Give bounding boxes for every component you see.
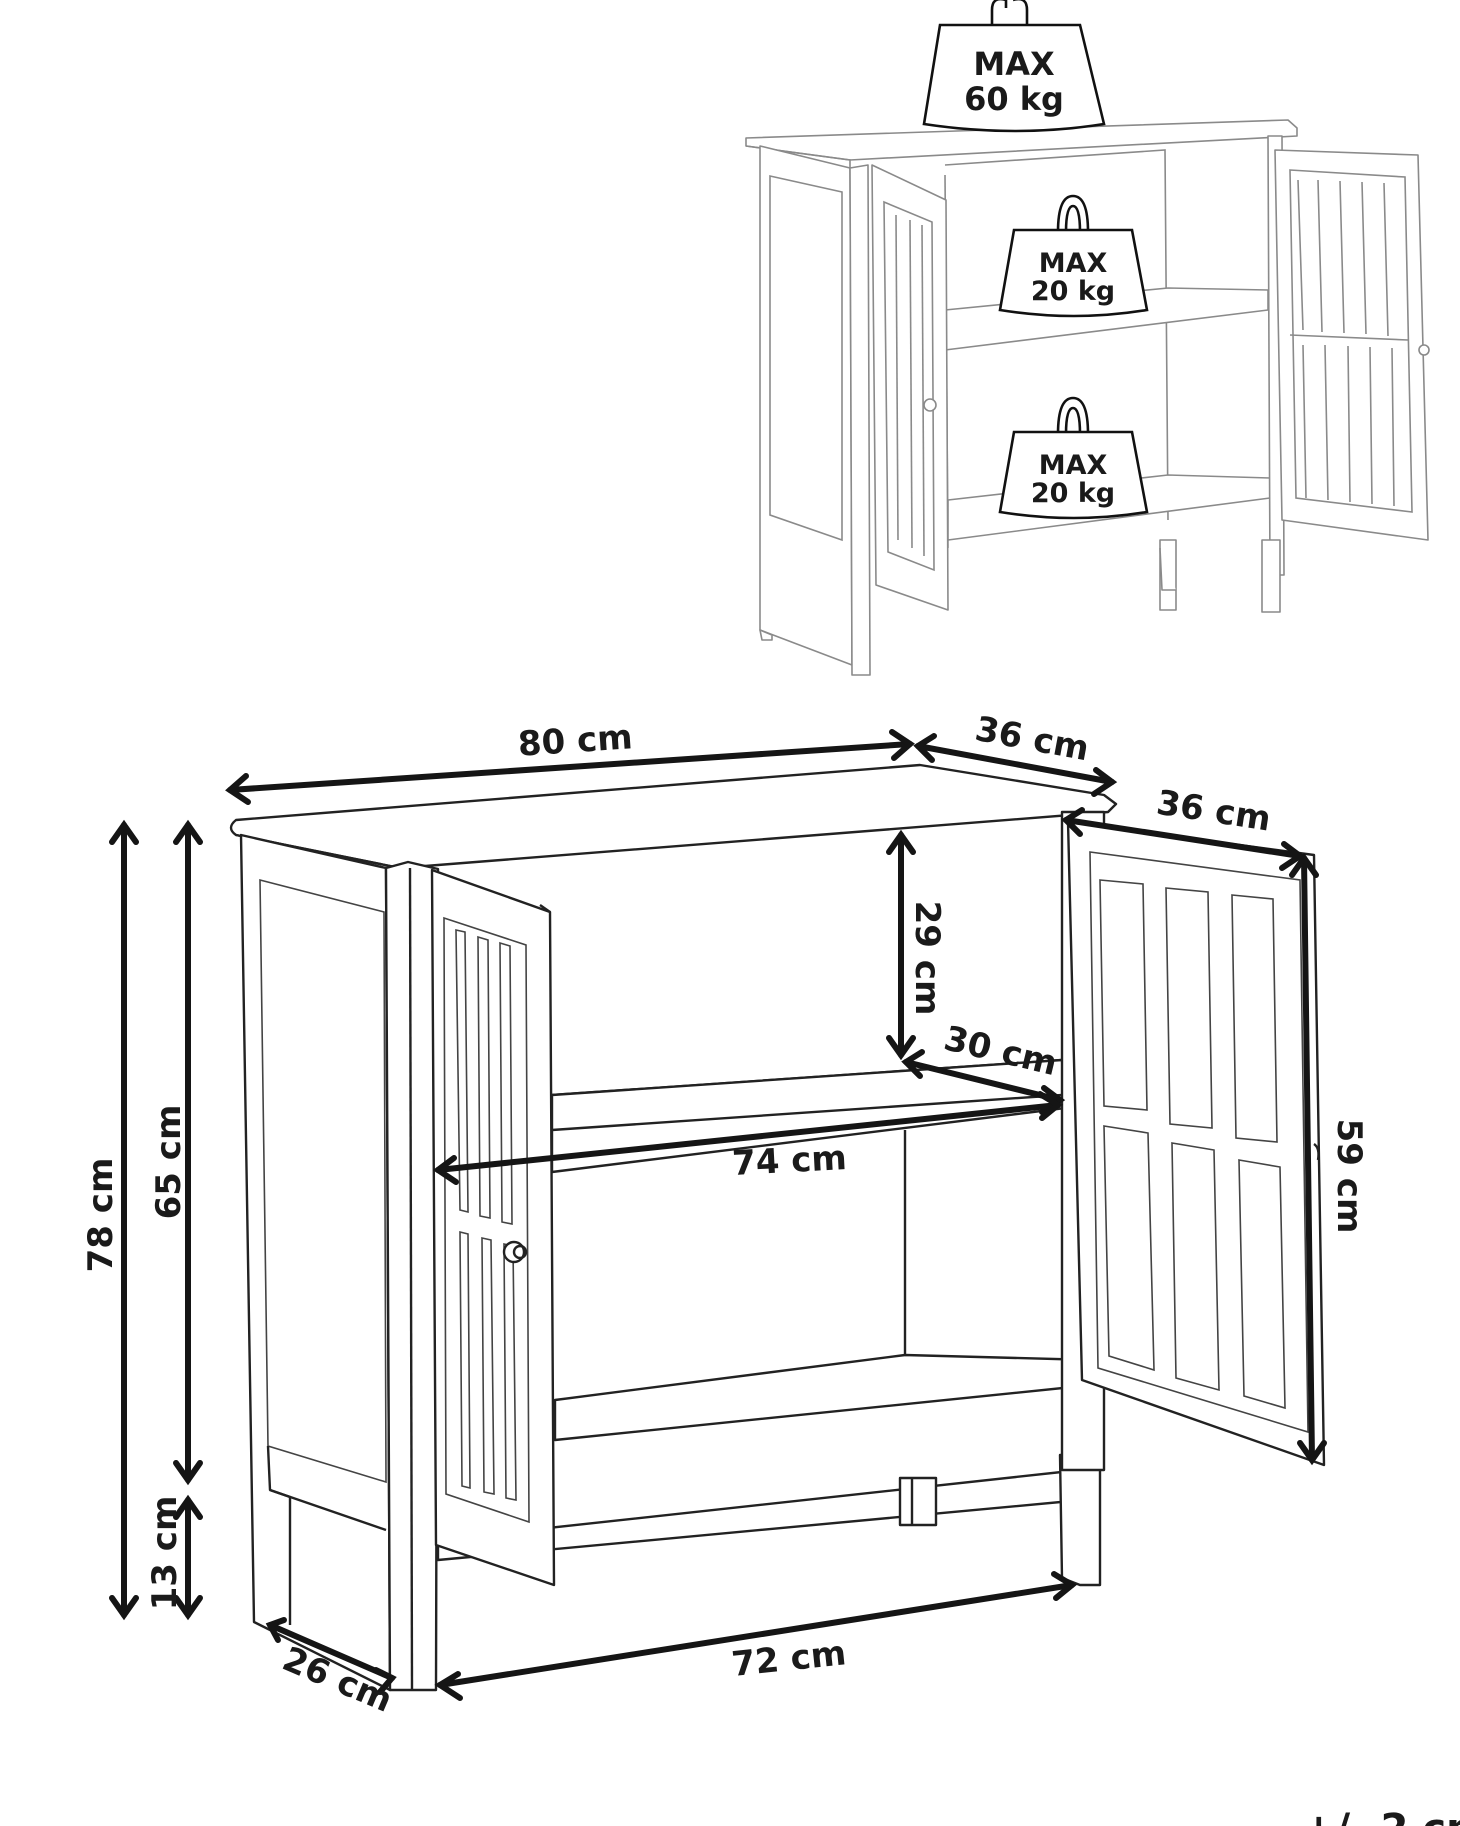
tolerance-note: +/- 2 cm <box>1302 1806 1460 1826</box>
weight-shelf1-line1: MAX <box>1039 248 1108 279</box>
weight-shelf1-line2: 20 kg <box>1031 276 1115 307</box>
dim-leg-height-13: 13 cm <box>145 1496 185 1611</box>
dim-inner-width-74: 74 cm <box>731 1138 848 1184</box>
weight-icon-max-20-shelf1: MAX 20 kg <box>998 194 1149 318</box>
weight-top-line1: MAX <box>973 45 1055 83</box>
dim-total-height-78: 78 cm <box>81 1158 121 1273</box>
dim-width-80: 80 cm <box>517 717 634 765</box>
dim-compartment-height-29: 29 cm <box>907 901 947 1016</box>
weight-top-line2: 60 kg <box>964 80 1064 118</box>
weight-icon-max-60: MAX 60 kg <box>922 0 1106 133</box>
dim-door-width-36: 36 cm <box>1154 783 1273 840</box>
weight-shelf2-line1: MAX <box>1039 450 1108 481</box>
dim-leg-span-72: 72 cm <box>730 1633 848 1685</box>
dimensioned-cabinet <box>229 763 1326 1692</box>
dimension-arrows <box>109 729 1327 1701</box>
weight-icon-max-20-shelf2: MAX 20 kg <box>998 396 1149 520</box>
weight-shelf2-line2: 20 kg <box>1031 478 1115 509</box>
dim-door-height-59: 59 cm <box>1329 1119 1369 1234</box>
load-capacity-cabinet <box>745 119 1430 676</box>
dim-body-height-65: 65 cm <box>149 1105 189 1220</box>
